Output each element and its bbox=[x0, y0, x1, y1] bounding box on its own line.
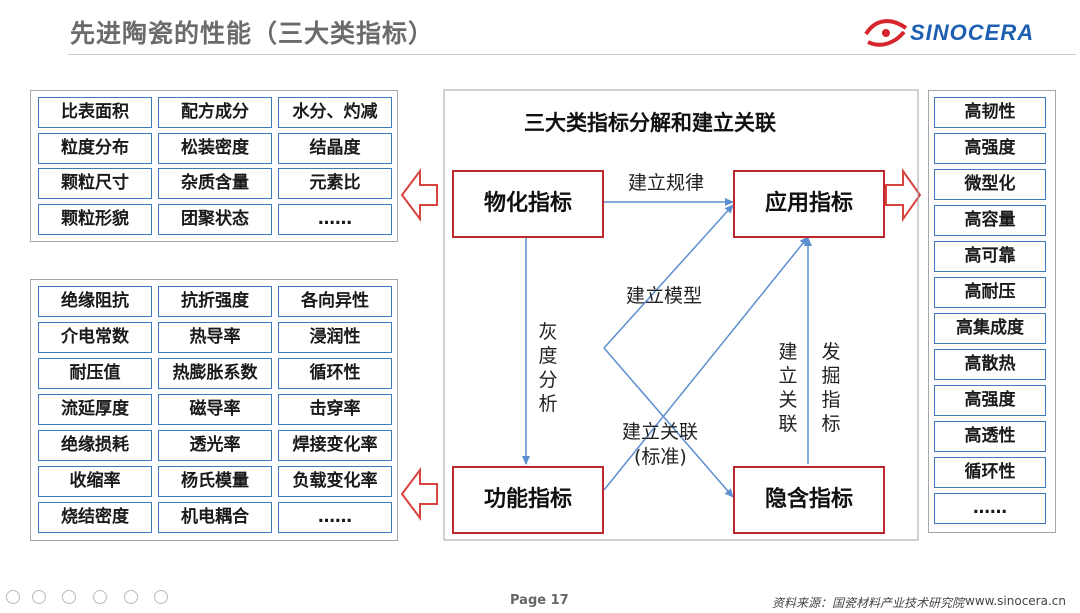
indicator-cell: 浸润性 bbox=[278, 322, 392, 353]
indicator-cell: 高可靠 bbox=[934, 241, 1046, 272]
indicator-cell: 负载变化率 bbox=[278, 466, 392, 497]
diagram-title: 三大类指标分解和建立关联 bbox=[524, 111, 776, 135]
indicator-cell: 团聚状态 bbox=[158, 203, 272, 235]
indicator-cell: …… bbox=[278, 502, 392, 533]
indicator-cell: 焊接变化率 bbox=[278, 430, 392, 461]
indicator-cell: 抗折强度 bbox=[158, 286, 272, 317]
indicator-cell: 结晶度 bbox=[278, 132, 392, 164]
edge-build-assoc bbox=[603, 236, 809, 491]
indicator-cell: 高强度 bbox=[934, 133, 1046, 164]
indicator-cell: 磁导率 bbox=[158, 394, 272, 425]
brand-logo: SINOCERA bbox=[862, 14, 1052, 52]
indicator-cell: 收缩率 bbox=[38, 466, 152, 497]
indicator-cell: 颗粒尺寸 bbox=[38, 168, 152, 199]
zoom-control-icon[interactable] bbox=[124, 590, 138, 604]
label-assoc-line2: (标准) bbox=[634, 446, 687, 468]
indicator-cell: 烧结密度 bbox=[38, 502, 152, 533]
indicator-cell: 介电常数 bbox=[38, 322, 152, 353]
indicator-cell: 高容量 bbox=[934, 205, 1046, 236]
indicator-cell: 击穿率 bbox=[278, 394, 392, 425]
indicator-cell: 各向异性 bbox=[278, 286, 392, 317]
center-panel bbox=[443, 89, 919, 541]
indicator-cell: 机电耦合 bbox=[158, 502, 272, 533]
label-assoc-line1: 建立关联 bbox=[622, 421, 699, 443]
indicator-cell: 热导率 bbox=[158, 322, 272, 353]
indicator-cell: 配方成分 bbox=[158, 97, 272, 128]
node-functional: 功能指标 bbox=[452, 466, 604, 534]
slide-next-control-icon[interactable] bbox=[32, 590, 46, 604]
indicator-cell: 元素比 bbox=[278, 168, 392, 199]
block-arrow-right bbox=[885, 167, 922, 223]
indicator-cell: 循环性 bbox=[934, 457, 1046, 488]
indicator-cell: 高耐压 bbox=[934, 277, 1046, 308]
physchem-indicator-group: 比表面积配方成分水分、灼减粒度分布松装密度结晶度颗粒尺寸杂质含量元素比颗粒形貌团… bbox=[30, 90, 398, 242]
indicator-cell: 颗粒形貌 bbox=[38, 203, 152, 235]
more-control-icon[interactable] bbox=[154, 590, 168, 604]
node-hidden: 隐含指标 bbox=[733, 466, 885, 534]
indicator-cell: 高散热 bbox=[934, 349, 1046, 380]
logo-text: SINOCERA bbox=[910, 20, 1035, 45]
block-arrow-left-bottom bbox=[400, 467, 438, 521]
indicator-cell: 循环性 bbox=[278, 358, 392, 389]
indicator-cell: 高集成度 bbox=[934, 313, 1046, 344]
label-discover: 发掘指标 bbox=[821, 341, 841, 435]
indicator-cell: 粒度分布 bbox=[38, 132, 152, 164]
view-control-icon[interactable] bbox=[93, 590, 107, 604]
indicator-cell: 水分、灼减 bbox=[278, 97, 392, 128]
application-indicator-group: 高韧性高强度微型化高容量高可靠高耐压高集成度高散热高强度高透性循环性…… bbox=[928, 90, 1056, 533]
label-build-assoc: 建立关联 bbox=[778, 341, 798, 435]
header-divider bbox=[68, 54, 1076, 55]
sinocera-logo-icon bbox=[864, 19, 908, 47]
indicator-cell: 高强度 bbox=[934, 385, 1046, 416]
indicator-cell: 高透性 bbox=[934, 421, 1046, 452]
indicator-cell: 透光率 bbox=[158, 430, 272, 461]
indicator-cell: 绝缘损耗 bbox=[38, 430, 152, 461]
page-title: 先进陶瓷的性能（三大类指标） bbox=[70, 19, 435, 48]
source-note: 资料来源：国瓷材料产业技术研究院 bbox=[772, 596, 965, 610]
indicator-cell: 微型化 bbox=[934, 169, 1046, 200]
indicator-cell: 高韧性 bbox=[934, 97, 1046, 128]
indicator-cell: 绝缘阻抗 bbox=[38, 286, 152, 317]
indicator-cell: 耐压值 bbox=[38, 358, 152, 389]
indicator-cell: …… bbox=[934, 493, 1046, 524]
block-arrow-left-top bbox=[400, 168, 438, 222]
page-number: Page 17 bbox=[510, 593, 569, 608]
label-grey-analysis: 灰度分析 bbox=[538, 321, 558, 415]
indicator-cell: …… bbox=[278, 203, 392, 235]
edge-assoc-standard bbox=[603, 347, 734, 498]
indicator-cell: 流延厚度 bbox=[38, 394, 152, 425]
node-application: 应用指标 bbox=[733, 170, 885, 238]
label-model: 建立模型 bbox=[626, 285, 703, 307]
indicator-cell: 松装密度 bbox=[158, 132, 272, 164]
indicator-cell: 杨氏模量 bbox=[158, 466, 272, 497]
node-physchem: 物化指标 bbox=[452, 170, 604, 238]
pen-control-icon[interactable] bbox=[62, 590, 76, 604]
website-url: www.sinocera.cn bbox=[965, 594, 1066, 608]
indicator-cell: 比表面积 bbox=[38, 97, 152, 128]
slide-prev-control-icon[interactable] bbox=[6, 590, 20, 604]
label-law: 建立规律 bbox=[628, 172, 705, 194]
indicator-cell: 热膨胀系数 bbox=[158, 358, 272, 389]
edge-model bbox=[603, 204, 734, 349]
indicator-cell: 杂质含量 bbox=[158, 168, 272, 199]
functional-indicator-group: 绝缘阻抗抗折强度各向异性介电常数热导率浸润性耐压值热膨胀系数循环性流延厚度磁导率… bbox=[30, 279, 398, 541]
